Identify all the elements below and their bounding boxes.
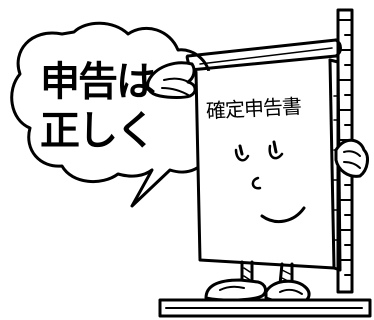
right-hand: [334, 138, 369, 178]
speech-bubble-line-1: 申告は: [40, 59, 156, 105]
base-platform: [158, 298, 372, 318]
shoes: [204, 278, 311, 305]
document-character: [185, 38, 342, 272]
speech-bubble-line-2: 正しく: [40, 108, 156, 154]
speech-bubble: [10, 21, 225, 208]
left-hand: [146, 61, 197, 99]
